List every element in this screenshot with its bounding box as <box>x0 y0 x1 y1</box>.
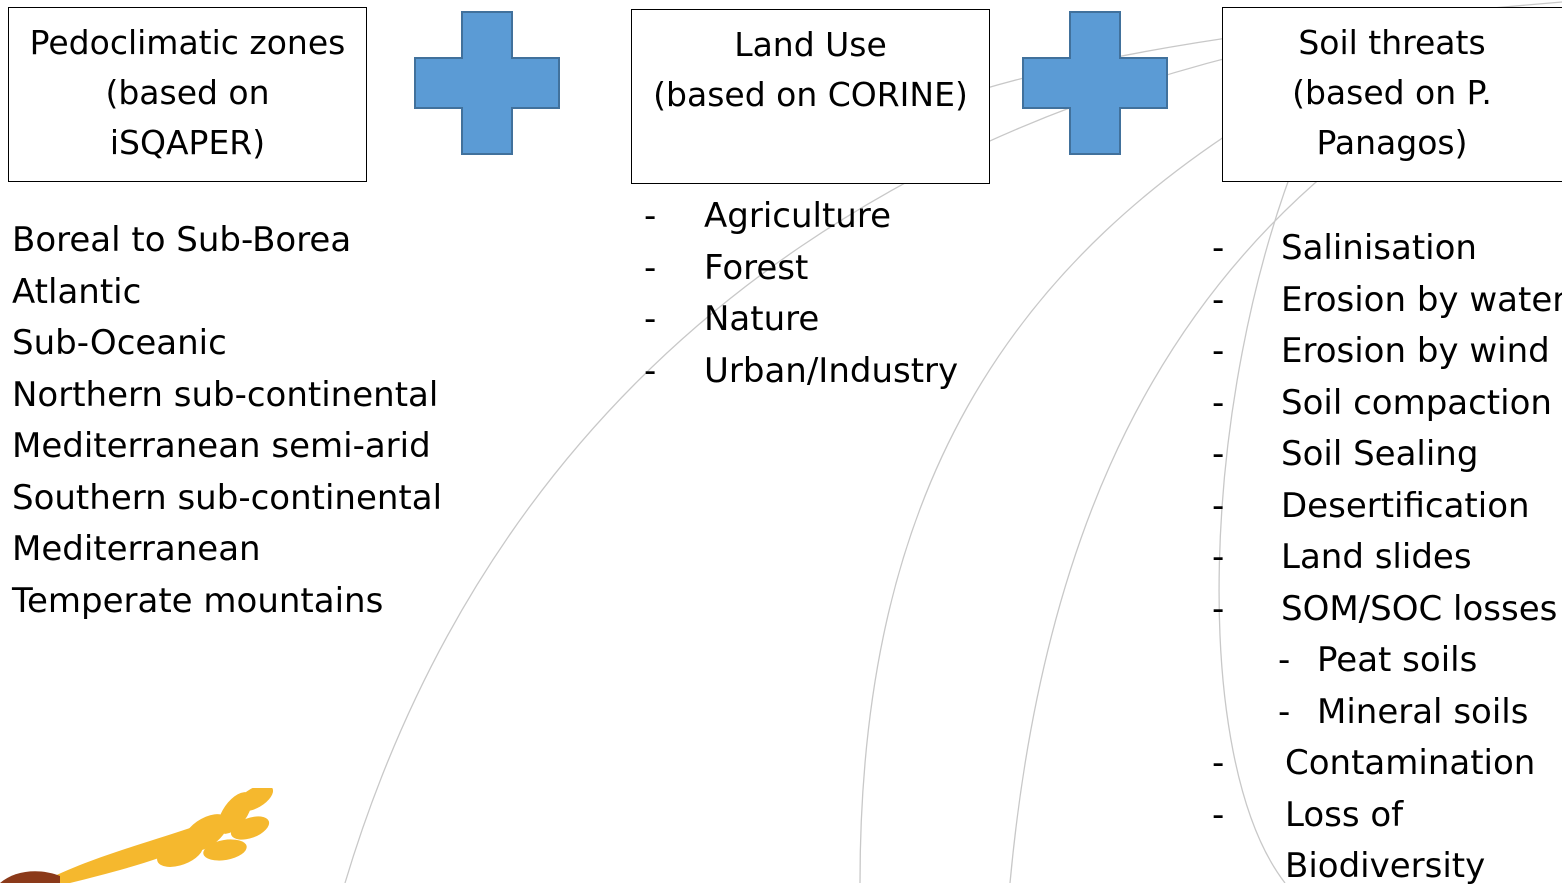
list-item-continuation: Biodiversity <box>1212 841 1562 893</box>
list-item: - SOM/SOC losses <box>1212 584 1562 636</box>
list-item-label: Biodiversity <box>1285 846 1486 886</box>
list-item: Mediterranean semi-arid <box>12 426 431 466</box>
bullet-dash: - <box>1212 279 1225 320</box>
bullet-dash: - <box>1212 382 1225 423</box>
plus-icon <box>1022 11 1168 155</box>
list-item: - Loss of <box>1212 790 1562 842</box>
list-item-label: Land slides <box>1281 537 1472 577</box>
list-item-label: Urban/Industry <box>704 350 959 391</box>
soil-threats-box: Soil threats (based on P. Panagos) <box>1222 7 1562 182</box>
list-item-label: Nature <box>704 299 820 339</box>
sub-list-item: -Mineral soils <box>1212 687 1562 739</box>
box-line: (based on P. <box>1292 73 1492 112</box>
list-item-label: Salinisation <box>1281 228 1477 268</box>
land-use-list: - Agriculture - Forest - Nature - Urban/Indu… <box>644 191 958 397</box>
list-item: - Land slides <box>1212 532 1562 584</box>
box-line: Panagos) <box>1316 123 1468 162</box>
list-item: - Desertification <box>1212 481 1562 533</box>
list-item-label: Soil compaction <box>1281 382 1552 423</box>
box-line: iSQAPER) <box>109 123 266 162</box>
box-line: Land Use <box>734 25 887 64</box>
box-line: Pedoclimatic zones <box>29 23 346 62</box>
list-item-label: Contamination <box>1285 743 1536 783</box>
list-item: - Forest <box>644 243 958 295</box>
list-item-label: Agriculture <box>704 196 891 236</box>
bullet-dash: - <box>1278 640 1291 680</box>
list-item: - Soil compaction <box>1212 378 1562 430</box>
list-item-label: Erosion by water <box>1281 279 1562 320</box>
bullet-dash: - <box>1212 331 1225 371</box>
list-item: Boreal to Sub-Borea <box>12 220 352 260</box>
bullet-dash: - <box>1212 743 1225 783</box>
pedoclimatic-zones-box: Pedoclimatic zones (based on iSQAPER) <box>8 7 367 182</box>
box-line: (based on CORINE) <box>653 75 968 114</box>
list-item: - Urban/Industry <box>644 346 958 398</box>
land-use-box: Land Use (based on CORINE) <box>631 9 990 184</box>
list-item: Mediterranean <box>12 529 261 569</box>
background-arc <box>859 89 1301 883</box>
plus-icon <box>414 11 560 155</box>
bullet-dash: - <box>644 350 657 391</box>
list-item: Southern sub-continental <box>12 477 443 518</box>
pedoclimatic-zones-list: Boreal to Sub-Borea Atlantic Sub-Oceanic… <box>12 215 442 627</box>
list-item-label: Mineral soils <box>1317 691 1529 732</box>
box-line: (based on <box>105 73 270 112</box>
list-item-label: SOM/SOC losses <box>1281 588 1558 629</box>
list-item: Temperate mountains <box>12 580 384 621</box>
list-item-label: Forest <box>704 247 809 288</box>
list-item-label: Desertification <box>1281 485 1530 526</box>
list-item: - Nature <box>644 294 958 346</box>
bullet-dash: - <box>1212 228 1225 268</box>
list-item-label: Loss of <box>1285 794 1404 835</box>
list-item: - Erosion by wind <box>1212 326 1562 378</box>
background-arc <box>1009 169 1331 883</box>
bullet-dash: - <box>644 299 657 339</box>
list-item-label: Peat soils <box>1317 640 1478 680</box>
wheat-logo <box>0 788 274 883</box>
list-item: Atlantic <box>12 271 142 312</box>
bullet-dash: - <box>1212 794 1225 835</box>
bullet-dash: - <box>1278 691 1291 732</box>
bullet-dash: - <box>644 247 657 288</box>
bullet-dash: - <box>1212 434 1225 474</box>
bullet-dash: - <box>1212 588 1225 629</box>
bullet-dash: - <box>644 196 657 236</box>
background-arc <box>1218 149 1301 883</box>
list-item: Northern sub-continental <box>12 374 439 415</box>
list-item: - Contamination <box>1212 738 1562 790</box>
soil-threats-list: - Salinisation - Erosion by water - Erosion… <box>1212 223 1562 893</box>
list-item: Sub-Oceanic <box>12 323 227 363</box>
list-item-label: Erosion by wind <box>1281 331 1550 371</box>
list-item: - Salinisation <box>1212 223 1562 275</box>
list-item: - Agriculture <box>644 191 958 243</box>
bullet-dash: - <box>1212 485 1225 526</box>
box-line: Soil threats <box>1298 23 1486 62</box>
bullet-dash: - <box>1212 537 1225 577</box>
list-item: - Soil Sealing <box>1212 429 1562 481</box>
sub-list-item: -Peat soils <box>1212 635 1562 687</box>
list-item: - Erosion by water <box>1212 275 1562 327</box>
list-item-label: Soil Sealing <box>1281 434 1479 474</box>
